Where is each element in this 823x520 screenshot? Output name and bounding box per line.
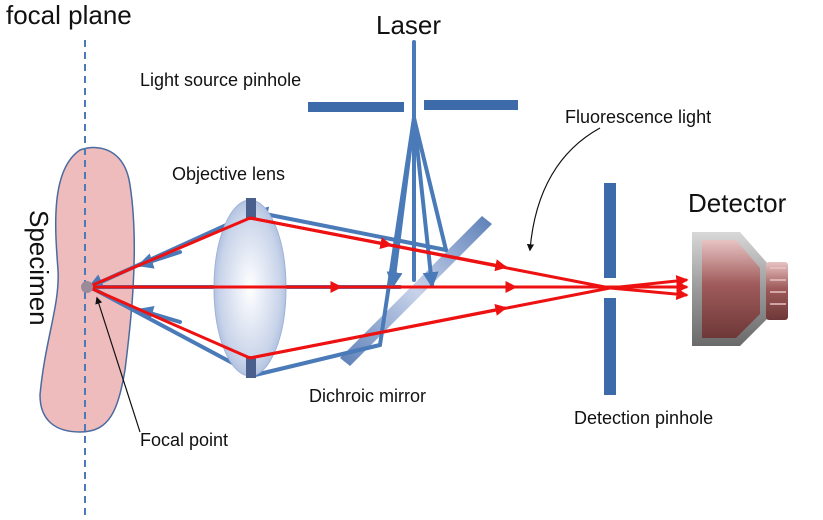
light-source-pinhole-right-plate <box>424 100 518 110</box>
excitation-beam <box>87 40 448 377</box>
detection-pinhole-lower-plate <box>604 298 616 395</box>
fluorescence-beam <box>86 216 689 360</box>
light-source-pinhole-left-plate <box>308 102 404 112</box>
detector <box>692 232 788 346</box>
objective-lens-label: Objective lens <box>172 164 285 184</box>
specimen-label: Specimen <box>24 210 54 326</box>
detector-label: Detector <box>688 188 787 218</box>
fluorescence-pointer-arrow <box>526 127 601 252</box>
focal-plane-label: focal plane <box>6 0 132 30</box>
laser-label: Laser <box>376 10 441 40</box>
objective-lens-top-edge <box>246 198 256 220</box>
detection-pinhole-upper-plate <box>604 183 616 278</box>
focal-point-pointer-arrow <box>95 296 141 433</box>
objective-lens-bottom-edge <box>246 356 256 378</box>
dichroic-mirror <box>340 216 492 366</box>
focal-point-label: Focal point <box>140 430 228 450</box>
focal-point-dot <box>81 281 93 293</box>
fluorescence-light-label: Fluorescence light <box>565 107 711 127</box>
light-source-pinhole-label: Light source pinhole <box>140 70 301 90</box>
dichroic-mirror-label: Dichroic mirror <box>309 386 426 406</box>
detection-pinhole-label: Detection pinhole <box>574 408 713 428</box>
